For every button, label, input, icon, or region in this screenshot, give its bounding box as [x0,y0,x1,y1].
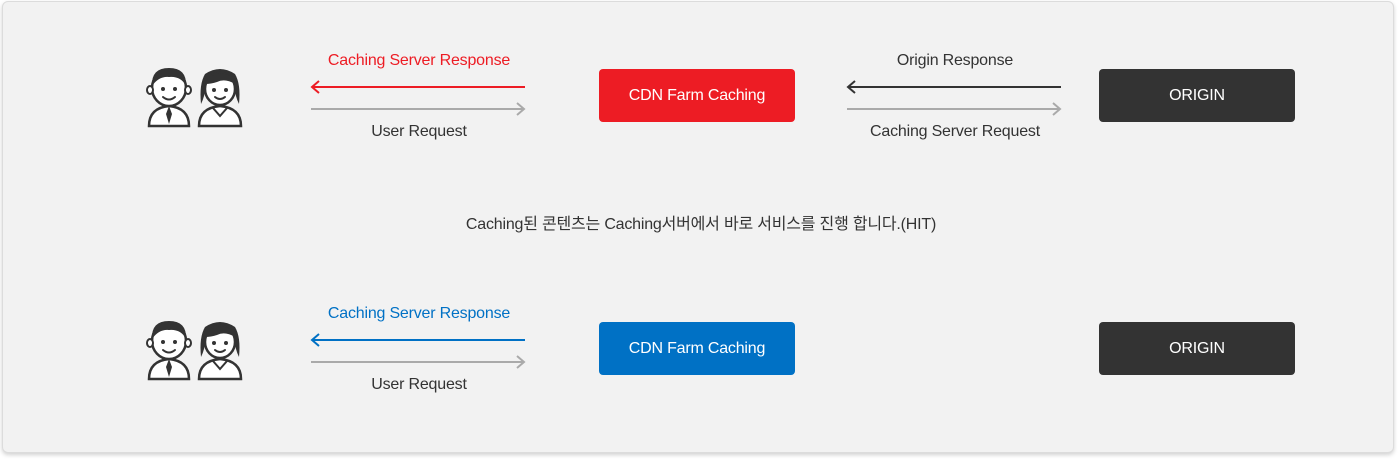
caching-server-request-arrow-right [847,102,1062,116]
boy-icon [146,321,192,381]
users-icon [146,68,243,128]
users-icon [146,321,243,381]
origin-box: ORIGIN [1099,69,1295,122]
caching-server-request-label: Caching Server Request [870,123,1040,140]
origin-box: ORIGIN [1099,322,1295,375]
origin-response-arrow-left [846,80,1061,94]
response-arrow-left [310,80,525,94]
hit-caption: Caching된 콘텐츠는 Caching서버에서 바로 서비스를 진행 합니다… [465,216,937,233]
caching-server-response-label: Caching Server Response [327,305,511,322]
user-request-label: User Request [371,376,467,393]
response-arrow-left [310,333,525,347]
caching-server-response-label: Caching Server Response [327,52,511,69]
cdn-farm-caching-box: CDN Farm Caching [599,322,795,375]
request-arrow-right [311,102,526,116]
cdn-farm-caching-box: CDN Farm Caching [599,69,795,122]
boy-icon [146,68,192,128]
girl-icon [197,322,243,381]
diagram-panel: Caching Server Response User Request CDN… [2,1,1394,453]
origin-response-label: Origin Response [896,52,1014,69]
user-request-label: User Request [371,123,467,140]
girl-icon [197,69,243,128]
request-arrow-right [311,355,526,369]
